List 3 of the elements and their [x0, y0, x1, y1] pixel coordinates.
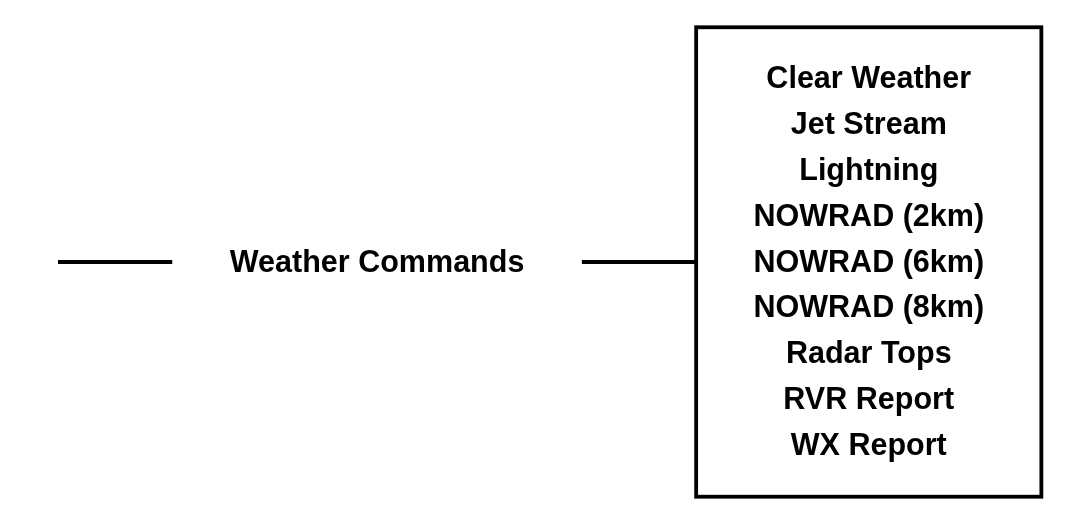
node-text: Weather Commands — [229, 244, 525, 277]
connector — [58, 259, 173, 264]
node-box: Clear Weather Jet Stream Lightning NOWRAD (2km) NOWRAD (6km) NOWRAD (8km) Radar Tops RVR Report WX Report — [694, 24, 1044, 499]
